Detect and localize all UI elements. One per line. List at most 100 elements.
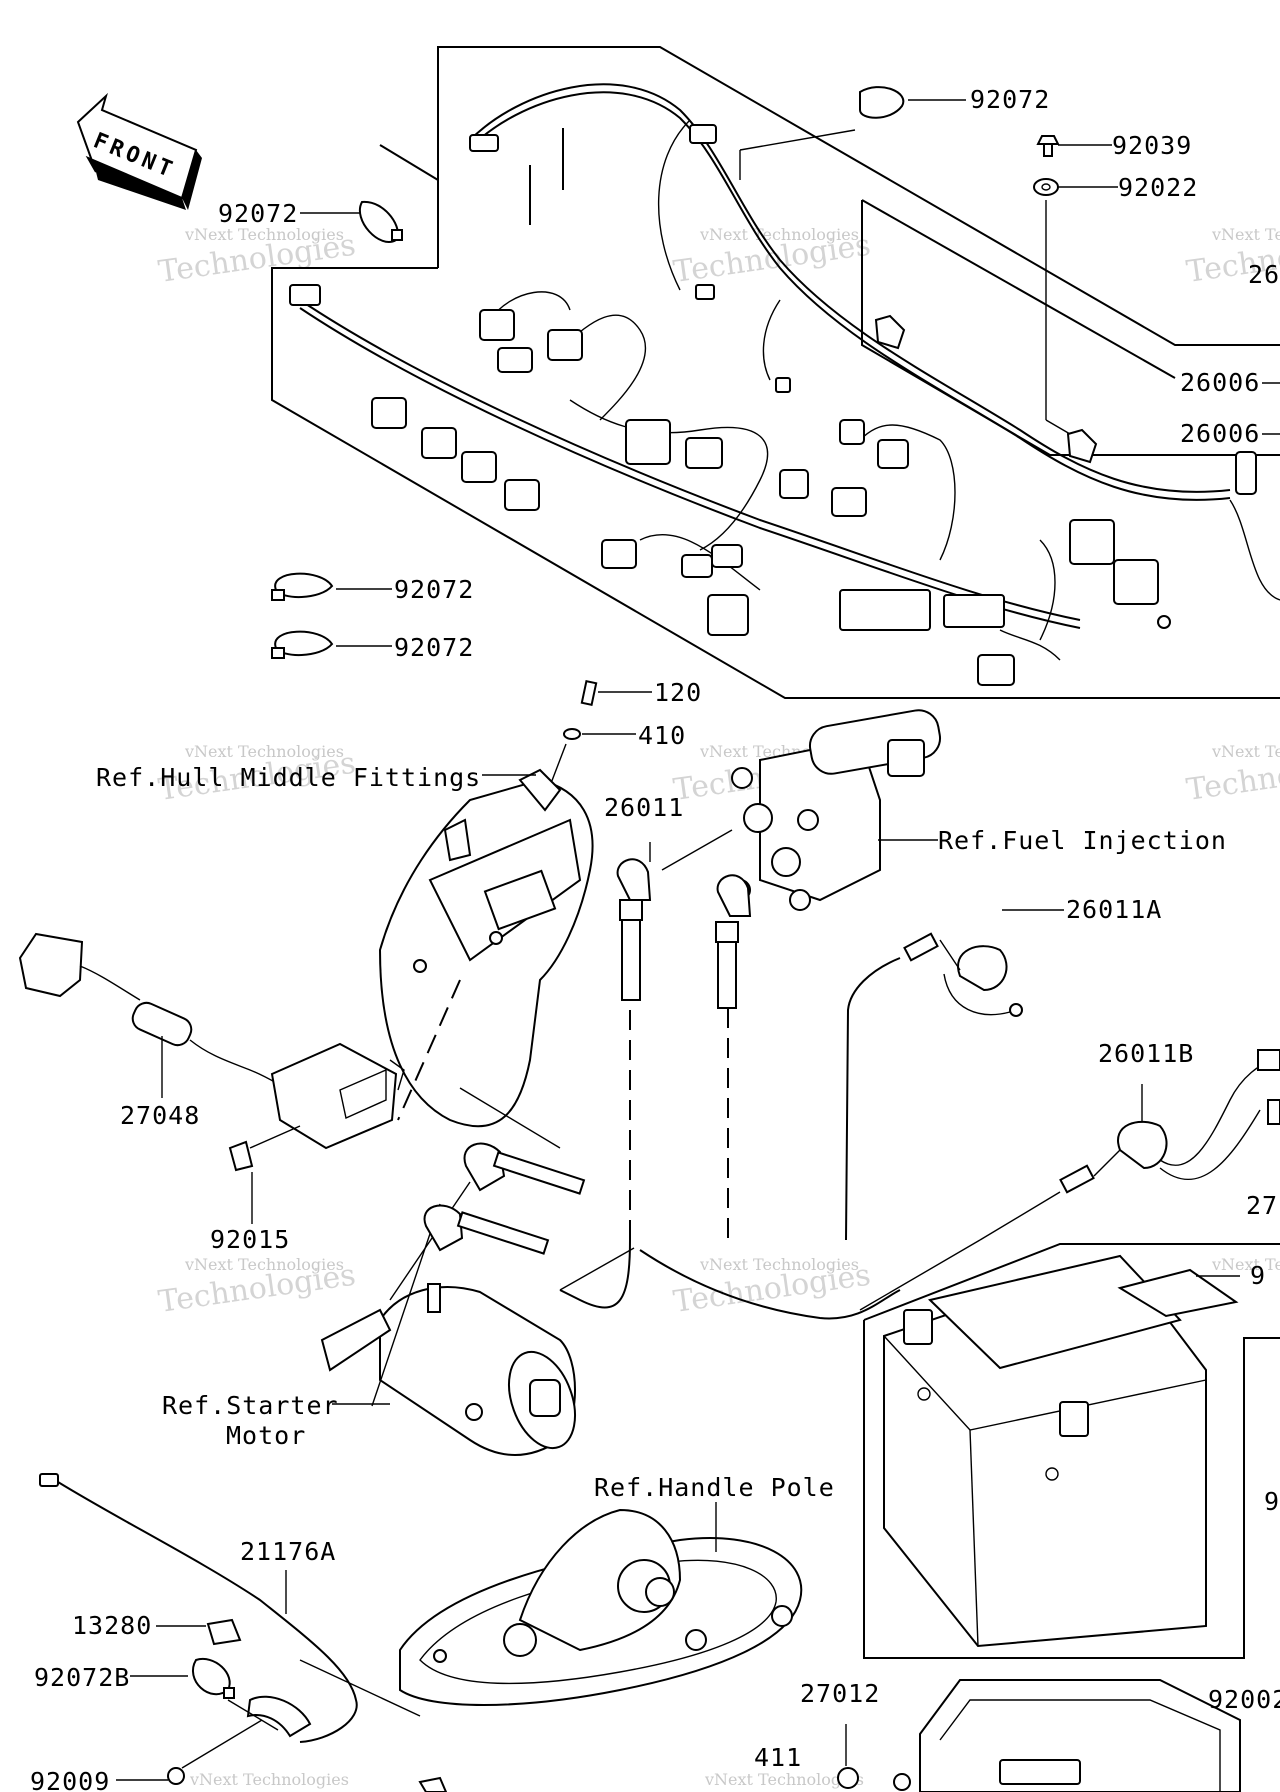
part-label-92072: 92072 <box>394 575 474 604</box>
cable-26011a <box>845 909 1064 1241</box>
handle-pole <box>399 1502 803 1706</box>
sensor-27048 <box>18 932 405 1224</box>
connector-icon <box>469 134 499 152</box>
clamp-icon <box>246 1695 312 1738</box>
connector-icon <box>1113 559 1159 605</box>
part-label-92072: 92072 <box>970 85 1050 114</box>
connector-icon <box>504 479 540 511</box>
battery-tray <box>418 1679 1241 1792</box>
bolt-icon <box>580 680 598 706</box>
part-label-13280: 13280 <box>72 1611 152 1640</box>
terminal-icon <box>1059 1401 1089 1437</box>
connector-icon <box>461 451 497 483</box>
connector-icon <box>707 594 749 636</box>
part-label-26011a: 26011A <box>1066 895 1162 924</box>
cable-tie-icon <box>859 86 905 119</box>
part-label-92009: 92009 <box>30 1767 110 1792</box>
connector-icon <box>943 594 1005 628</box>
watermark-text: vNext Technologies <box>1211 225 1280 244</box>
part-label-27012: 27012 <box>800 1679 880 1708</box>
cable-26011b <box>979 1049 1280 1241</box>
bracket-icon <box>1066 428 1098 464</box>
watermark-text: vNext Technologies <box>184 1255 344 1274</box>
connector-icon <box>977 654 1015 686</box>
connector-icon <box>695 284 715 300</box>
bolt-icon <box>427 1283 441 1313</box>
part-label-410: 410 <box>638 721 686 750</box>
ref-fuel-injection: Ref.Fuel Injection <box>938 826 1227 855</box>
part-label-92002: 92002 <box>1208 1685 1280 1714</box>
part-label-26006: 26006 <box>1180 368 1260 397</box>
part-label-92022: 92022 <box>1118 173 1198 202</box>
connector-icon <box>779 469 809 499</box>
part-label-92015: 92015 <box>210 1225 290 1254</box>
connector-icon <box>601 539 637 569</box>
battery-label-plate <box>1117 1268 1239 1318</box>
washer-icon <box>1033 178 1059 196</box>
sensor-connector-icon <box>18 932 84 998</box>
battery-group <box>863 1243 1280 1659</box>
part-label-92072b: 92072B <box>34 1663 130 1692</box>
watermark-text: vNext Technologies <box>1211 742 1280 761</box>
connector-icon <box>1235 451 1257 495</box>
screw-icon <box>837 1767 859 1789</box>
terminal-icon <box>903 1309 933 1345</box>
bracket-icon <box>874 314 906 350</box>
connector-icon <box>685 437 723 469</box>
starter-relay <box>729 709 942 911</box>
watermark-text: vNext Technologies <box>699 225 859 244</box>
connector-icon <box>839 419 865 445</box>
cable-terminal-icon <box>957 945 1008 992</box>
bolt-icon <box>1036 135 1060 145</box>
watermark-text: vNext Technologies <box>189 1770 349 1789</box>
part-label-27: 27 <box>1246 1191 1278 1220</box>
part-label-26011b: 26011B <box>1098 1039 1194 1068</box>
cable-terminal-icon <box>616 858 652 901</box>
connector-icon <box>547 329 583 361</box>
part-label-9: 9 <box>1264 1487 1280 1516</box>
connector-icon <box>479 309 515 341</box>
connector-icon <box>625 419 671 465</box>
part-label-9: 9 <box>1250 1261 1266 1290</box>
cable-terminal-icon <box>1117 1120 1168 1170</box>
watermark-text: vNext Technologies <box>704 1770 864 1789</box>
starter-motor <box>320 1142 586 1456</box>
part-label-26: 26 <box>1248 260 1280 289</box>
label-plate-icon <box>206 1618 242 1646</box>
hardware-top <box>300 86 1118 435</box>
ref-starter-motor-line2: Motor <box>226 1421 306 1450</box>
washer-icon <box>563 728 581 740</box>
front-arrow-icon: FRONT <box>76 92 202 210</box>
electric-box <box>378 768 594 1128</box>
part-label-26006: 26006 <box>1180 419 1260 448</box>
wire-harness <box>289 83 1280 686</box>
part-label-411: 411 <box>754 1743 802 1772</box>
cable-26011 <box>559 829 752 1309</box>
watermark-text: vNext Technologies <box>184 742 344 761</box>
part-label-92039: 92039 <box>1112 131 1192 160</box>
battery-top <box>927 1254 1182 1370</box>
cable-tie-icon <box>274 630 334 657</box>
part-label-27048: 27048 <box>120 1101 200 1130</box>
watermark-text: vNext Technologies <box>699 1255 859 1274</box>
part-label-120: 120 <box>654 678 702 707</box>
cable-ties-mid <box>271 572 392 659</box>
connector-icon <box>831 487 867 517</box>
nut-icon <box>228 1140 254 1172</box>
connector-icon <box>371 397 407 429</box>
connector-icon <box>775 377 791 393</box>
connector-icon <box>681 554 713 578</box>
callout-labels: 92072 92039 92022 92072 26 26006 26006 9… <box>30 85 1280 1792</box>
connector-icon <box>289 284 321 306</box>
connector-icon <box>877 439 909 469</box>
connector-icon <box>711 544 743 568</box>
watermark-text: vNext Technologies <box>1211 1255 1280 1274</box>
connector-icon <box>39 1473 59 1487</box>
ref-handle-pole: Ref.Handle Pole <box>594 1473 835 1502</box>
watermark-text: vNext Technologies <box>184 225 344 244</box>
part-label-92072: 92072 <box>394 633 474 662</box>
connector-icon <box>689 124 717 144</box>
part-label-92072: 92072 <box>218 199 298 228</box>
connector-icon <box>887 739 925 777</box>
